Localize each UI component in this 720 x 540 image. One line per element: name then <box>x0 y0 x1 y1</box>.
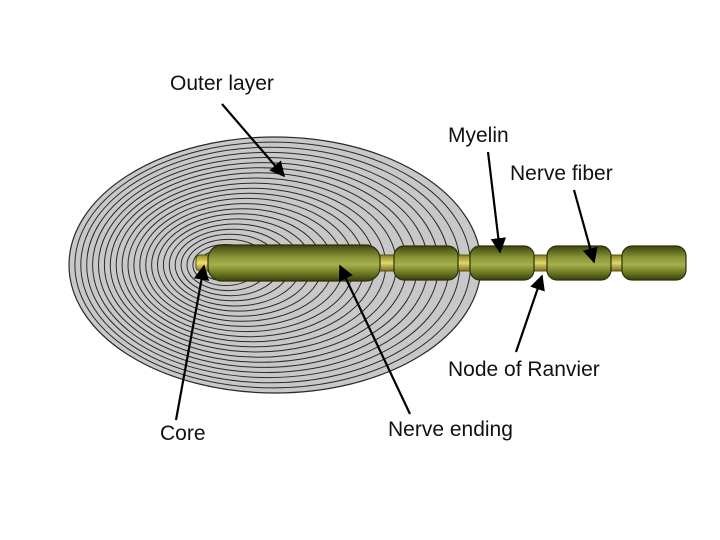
label-outer-layer: Outer layer <box>170 72 274 95</box>
myelin-segment-1 <box>393 245 459 281</box>
arrow-myelin <box>486 151 506 254</box>
myelin-segment-4 <box>621 245 687 281</box>
myelin-segment-3 <box>546 245 612 281</box>
nerve-ending-segment <box>207 244 381 282</box>
arrow-nerve-ending <box>338 264 411 415</box>
label-nerve-fiber: Nerve fiber <box>510 162 613 185</box>
label-myelin: Myelin <box>448 124 509 147</box>
arrow-outer-layer <box>221 103 286 178</box>
arrow-node-of-ranvier <box>514 274 545 353</box>
myelin-segment-2 <box>469 245 535 281</box>
label-nerve-ending: Nerve ending <box>388 418 513 441</box>
arrow-nerve-fiber <box>572 189 598 264</box>
label-node-of-ranvier: Node of Ranvier <box>448 358 600 381</box>
label-core: Core <box>160 422 206 445</box>
arrow-core <box>174 264 210 421</box>
